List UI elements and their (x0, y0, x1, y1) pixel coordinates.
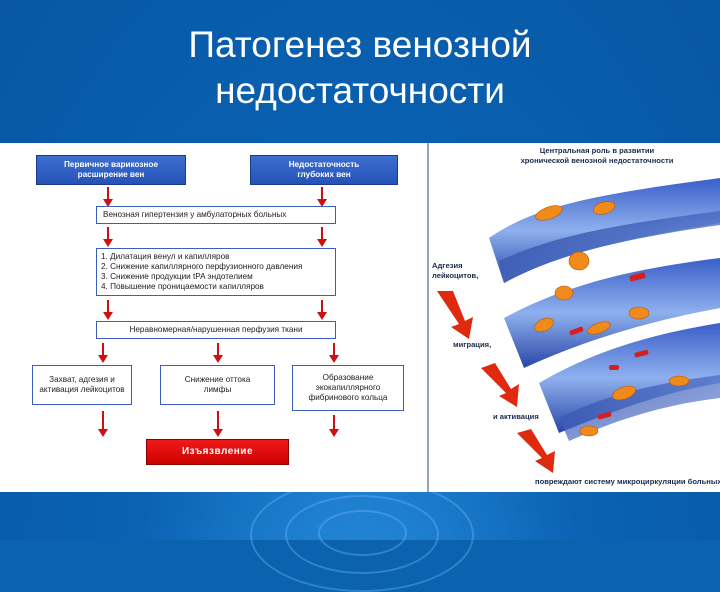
label-adhesion: Адгезия лейкоцитов, (432, 261, 479, 280)
list-item: 4. Повышение проницаемости капилляров (101, 282, 264, 291)
title-line-1: Патогенез венозной (188, 24, 532, 65)
slide-title: Патогенез венозной недостаточности (0, 22, 720, 114)
fibrin-cuff-box: Образование экокапиллярного фибринового … (292, 365, 404, 411)
box-text: экокапиллярного (315, 383, 381, 392)
figure-panel: Первичное варикозное расширение вен Недо… (0, 143, 720, 492)
illustration-heading: Центральная роль в развитии хронической … (520, 146, 674, 165)
vessel-tube (559, 375, 720, 441)
box-text: Образование (322, 373, 374, 382)
list-item: 3. Снижение продукции tPA эндотелием (101, 272, 253, 281)
vessel-drawing (437, 178, 720, 473)
box-text: глубоких вен (297, 170, 351, 179)
box-text: Венозная гипертензия у амбулаторных боль… (103, 210, 287, 219)
flowchart: Первичное варикозное расширение вен Недо… (0, 143, 429, 492)
venous-hypertension-box: Венозная гипертензия у амбулаторных боль… (96, 206, 336, 224)
box-text: Недостаточность (288, 160, 360, 169)
box-text: Неравномерная/нарушенная перфузия ткани (129, 325, 303, 334)
title-line-2: недостаточности (215, 70, 505, 111)
box-text: Первичное варикозное (64, 160, 158, 169)
vessel-tube (539, 323, 720, 433)
mechanisms-list-box: 1. Дилатация венул и капилляров 2. Сниже… (96, 248, 336, 296)
box-text: лимфы (203, 385, 232, 394)
water-ripple (318, 510, 407, 556)
box-text: активация лейкоцитов (39, 385, 125, 394)
vessel-tube (499, 211, 720, 283)
box-text: Изъязвление (181, 446, 254, 457)
leukocyte-capture-box: Захват, адгезия и активация лейкоцитов (32, 365, 132, 405)
primary-varicose-box: Первичное варикозное расширение вен (36, 155, 186, 185)
box-text: расширение вен (77, 170, 145, 179)
perfusion-box: Неравномерная/нарушенная перфузия ткани (96, 321, 336, 339)
label-activation: и активация (493, 412, 539, 421)
list-item: 1. Дилатация венул и капилляров (101, 252, 230, 261)
box-text: Захват, адгезия и (49, 375, 115, 384)
list-item: 2. Снижение капиллярного перфузионного д… (101, 262, 303, 271)
red-cells (569, 272, 649, 420)
vessel-illustration: Центральная роль в развитии хронической … (429, 143, 720, 492)
deep-vein-insufficiency-box: Недостаточность глубоких вен (250, 155, 398, 185)
box-text: фибринового кольца (308, 393, 388, 402)
label-migration: миграция, (453, 340, 492, 349)
process-arrows (437, 291, 555, 473)
vessel-tube (504, 258, 720, 368)
ulceration-box: Изъязвление (146, 439, 289, 465)
lymph-outflow-box: Снижение оттока лимфы (160, 365, 275, 405)
box-text: Снижение оттока (184, 375, 251, 384)
label-damage: повреждают систему микроциркуляции больн… (535, 477, 720, 486)
leukocytes (534, 201, 690, 437)
